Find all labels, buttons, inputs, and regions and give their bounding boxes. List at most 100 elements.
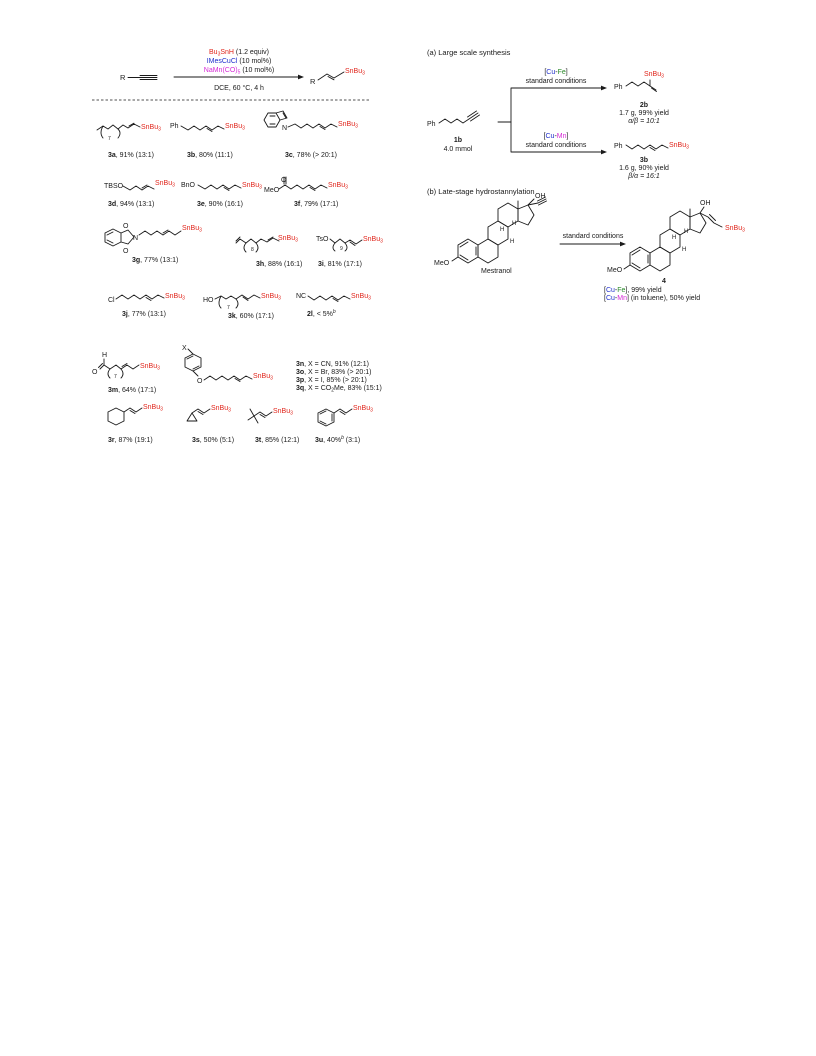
compound-3m: H O 7 SnBu3 3m, 64% (17:1) <box>92 352 160 394</box>
svg-text:O: O <box>123 223 129 230</box>
svg-text:SnBu3: SnBu3 <box>669 142 689 151</box>
cu-mn-catalyst: [Cu-Mn] <box>544 133 569 140</box>
cu-fe-catalyst: [Cu-Fe] <box>544 69 567 76</box>
svg-text:2l, < 5%b: 2l, < 5%b <box>307 309 336 318</box>
arrow-head <box>298 74 304 80</box>
svg-text:SnBu3: SnBu3 <box>211 405 231 414</box>
svg-text:7: 7 <box>114 374 117 380</box>
product-4-structure: SnBu3 OH H H H MeO <box>607 200 745 274</box>
product-vinyl-chain <box>317 71 345 81</box>
svg-text:TsO: TsO <box>316 236 329 243</box>
compound-3c: N SnBu3 3c, 78% (> 20:1) <box>263 110 358 159</box>
compound-3n-3q: X O SnBu3 3n, X = CN, 91% (12:1) 3o, X =… <box>182 345 382 394</box>
svg-text:O: O <box>197 378 203 385</box>
compound-3d: TBSO SnBu3 3d, 94% (13:1) <box>104 180 175 208</box>
svg-text:β/α = 16:1: β/α = 16:1 <box>627 173 660 180</box>
svg-text:SnBu3: SnBu3 <box>141 124 161 133</box>
svg-text:SnBu3: SnBu3 <box>253 373 273 382</box>
svg-text:α/β = 10:1: α/β = 10:1 <box>628 118 660 125</box>
svg-text:3p, X = I, 85% (> 20:1): 3p, X = I, 85% (> 20:1) <box>296 377 367 384</box>
compound-3r: SnBu3 3r, 87% (19:1) <box>107 404 163 444</box>
svg-text:SnBu3: SnBu3 <box>261 293 281 302</box>
svg-text:H: H <box>672 235 676 241</box>
svg-text:SnBu3: SnBu3 <box>143 404 163 413</box>
svg-text:BnO: BnO <box>181 182 196 189</box>
svg-text:O: O <box>92 369 98 376</box>
svg-text:3t, 85% (12:1): 3t, 85% (12:1) <box>255 437 299 444</box>
svg-text:OH: OH <box>535 193 546 200</box>
svg-text:H: H <box>102 352 107 359</box>
svg-text:4.0 mmol: 4.0 mmol <box>444 146 473 153</box>
svg-text:3a, 91% (13:1): 3a, 91% (13:1) <box>108 152 154 159</box>
svg-text:SnBu3: SnBu3 <box>353 405 373 414</box>
reagent-tin-hydride: Bu3SnH (1.2 equiv) <box>209 49 269 58</box>
svg-text:MeO: MeO <box>264 187 280 194</box>
svg-text:3s, 50% (5:1): 3s, 50% (5:1) <box>192 437 234 444</box>
svg-text:3b: 3b <box>640 157 648 164</box>
reagent-copper-catalyst: IMesCuCl (10 mol%) <box>207 58 272 65</box>
compound-3k: HO 7 SnBu3 3k, 60% (17:1) <box>203 293 281 320</box>
svg-text:H: H <box>510 239 514 245</box>
svg-text:Ph: Ph <box>427 121 436 128</box>
svg-text:N: N <box>133 235 138 242</box>
general-reaction: R Bu3SnH (1.2 equiv) IMesCuCl (10 mol%) … <box>120 49 365 92</box>
compound-2l: NC SnBu3 2l, < 5%b <box>296 293 371 318</box>
svg-text:Ph: Ph <box>170 123 179 130</box>
compound-3a: 7 SnBu3 3a, 91% (13:1) <box>96 122 161 159</box>
product-r: R <box>310 77 316 86</box>
svg-text:3g, 77% (13:1): 3g, 77% (13:1) <box>132 257 178 264</box>
svg-text:TBSO: TBSO <box>104 183 124 190</box>
compound-3t: SnBu3 3t, 85% (12:1) <box>247 408 299 444</box>
svg-text:SnBu3: SnBu3 <box>644 71 664 80</box>
reagent-manganese-catalyst: NaMn(CO)5 (10 mol%) <box>204 67 274 76</box>
svg-text:3f, 79% (17:1): 3f, 79% (17:1) <box>294 201 338 208</box>
svg-text:1b: 1b <box>454 137 462 144</box>
panel-a-title: (a) Large scale synthesis <box>427 48 511 57</box>
svg-text:3u, 40%b (3:1): 3u, 40%b (3:1) <box>315 435 360 444</box>
compound-3i: TsO 9 SnBu3 3i, 81% (17:1) <box>316 236 383 268</box>
svg-text:2b: 2b <box>640 102 648 109</box>
svg-text:3c, 78% (> 20:1): 3c, 78% (> 20:1) <box>285 152 337 159</box>
svg-text:Ph: Ph <box>614 143 623 150</box>
compound-3f: O MeO SnBu3 3f, 79% (17:1) <box>264 176 348 208</box>
svg-text:MeO: MeO <box>607 267 623 274</box>
svg-text:3h, 88% (16:1): 3h, 88% (16:1) <box>256 261 302 268</box>
svg-text:SnBu3: SnBu3 <box>725 225 745 234</box>
svg-text:3k, 60% (17:1): 3k, 60% (17:1) <box>228 313 274 320</box>
svg-text:SnBu3: SnBu3 <box>182 225 202 234</box>
svg-text:9: 9 <box>340 246 343 252</box>
compound-3b: Ph SnBu3 3b, 80% (11:1) <box>170 123 245 159</box>
svg-text:SnBu3: SnBu3 <box>328 182 348 191</box>
svg-text:X: X <box>182 345 187 352</box>
compound-3u: SnBu3 3u, 40%b (3:1) <box>315 405 373 444</box>
svg-text:standard conditions: standard conditions <box>526 78 587 85</box>
svg-text:3n, X = CN, 91% (12:1): 3n, X = CN, 91% (12:1) <box>296 361 369 368</box>
svg-text:SnBu3: SnBu3 <box>140 363 160 372</box>
svg-text:7: 7 <box>108 136 111 142</box>
svg-text:Cl: Cl <box>108 297 115 304</box>
compound-3s: SnBu3 3s, 50% (5:1) <box>186 405 234 444</box>
cu-mn-yield: [Cu-Mn] (in toluene), 50% yield <box>604 295 700 302</box>
svg-text:SnBu3: SnBu3 <box>155 180 175 189</box>
panel-b-late-stage: (b) Late-stage hydrostannylation OH H H … <box>427 187 745 302</box>
svg-text:H: H <box>684 229 688 235</box>
panel-a-large-scale: (a) Large scale synthesis Ph 1b 4.0 mmol… <box>427 48 689 180</box>
svg-text:3m, 64% (17:1): 3m, 64% (17:1) <box>108 387 156 394</box>
svg-text:7: 7 <box>227 305 230 311</box>
svg-text:Mestranol: Mestranol <box>481 268 512 275</box>
compound-3e: BnO SnBu3 3e, 90% (16:1) <box>181 182 262 208</box>
svg-text:3q, X = CO2Me, 83% (15:1): 3q, X = CO2Me, 83% (15:1) <box>296 385 382 394</box>
svg-text:3o, X = Br, 83% (> 20:1): 3o, X = Br, 83% (> 20:1) <box>296 369 372 376</box>
svg-text:SnBu3: SnBu3 <box>338 121 358 130</box>
svg-text:standard conditions: standard conditions <box>526 142 587 149</box>
svg-text:8: 8 <box>251 247 254 253</box>
svg-text:SnBu3: SnBu3 <box>225 123 245 132</box>
svg-text:OH: OH <box>700 200 711 207</box>
reaction-conditions: DCE, 60 °C, 4 h <box>214 84 264 92</box>
compound-3j: Cl SnBu3 3j, 77% (13:1) <box>108 293 185 318</box>
mestranol-structure: OH H H H MeO Mestranol <box>434 193 547 275</box>
svg-text:3b, 80% (11:1): 3b, 80% (11:1) <box>187 152 233 159</box>
svg-text:MeO: MeO <box>434 260 450 267</box>
svg-text:HO: HO <box>203 297 214 304</box>
svg-text:SnBu3: SnBu3 <box>165 293 185 302</box>
